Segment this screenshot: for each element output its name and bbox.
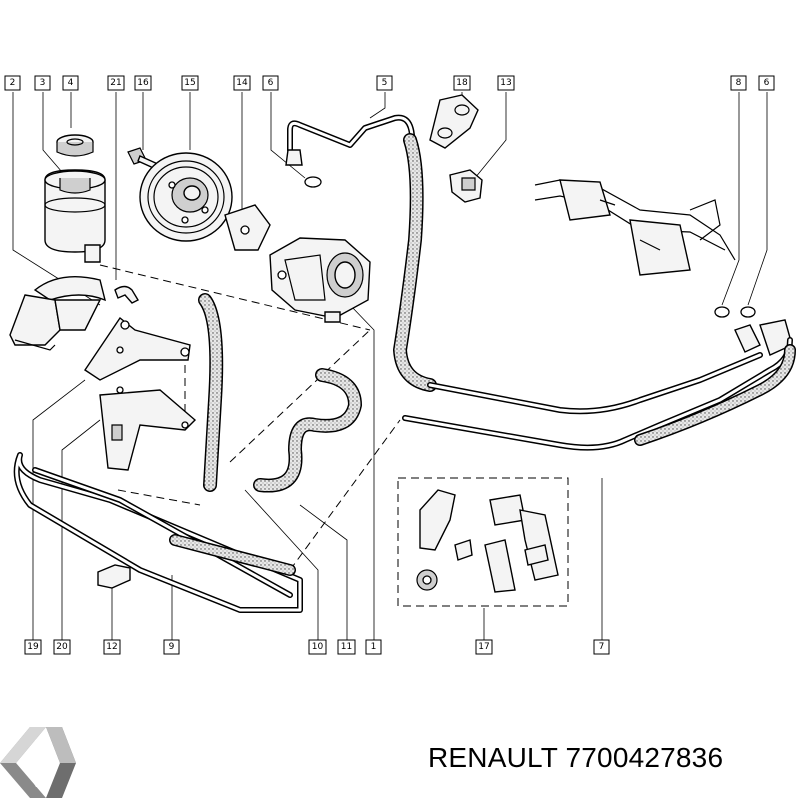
callout-9: 9 bbox=[163, 639, 180, 655]
svg-text:13: 13 bbox=[500, 78, 511, 88]
return-hose bbox=[253, 368, 362, 493]
callout-13: 13 bbox=[497, 75, 515, 91]
callout-10: 10 bbox=[308, 639, 327, 655]
o-rings-rack bbox=[714, 306, 756, 318]
svg-text:15: 15 bbox=[184, 78, 195, 88]
svg-text:6: 6 bbox=[764, 78, 770, 88]
steering-pump bbox=[269, 237, 371, 323]
mounting-bracket-lower bbox=[99, 386, 197, 471]
svg-text:12: 12 bbox=[106, 642, 117, 652]
callout-5: 5 bbox=[376, 75, 393, 91]
svg-text:21: 21 bbox=[110, 78, 121, 88]
callout-11: 11 bbox=[337, 639, 356, 655]
callout-3: 3 bbox=[34, 75, 51, 91]
svg-text:8: 8 bbox=[736, 78, 742, 88]
svg-text:19: 19 bbox=[27, 642, 39, 652]
callout-2: 2 bbox=[4, 75, 21, 91]
svg-text:4: 4 bbox=[68, 78, 74, 88]
callout-19: 19 bbox=[24, 639, 42, 655]
fluid-reservoir bbox=[44, 169, 106, 263]
clip bbox=[114, 285, 139, 304]
pump-bracket bbox=[224, 204, 271, 251]
svg-text:1: 1 bbox=[371, 642, 377, 652]
callouts: 2 3 4 21 16 15 14 6 5 18 13 8 6 19 20 12… bbox=[4, 75, 775, 655]
svg-text:7: 7 bbox=[599, 642, 605, 652]
dashed-assembly-lines bbox=[99, 264, 401, 571]
callout-1: 1 bbox=[365, 639, 382, 655]
svg-text:14: 14 bbox=[236, 78, 248, 88]
pipe-clip bbox=[97, 564, 131, 589]
rack-fittings bbox=[734, 319, 793, 356]
pulley bbox=[139, 152, 233, 242]
callout-21: 21 bbox=[107, 75, 125, 91]
svg-text:5: 5 bbox=[382, 78, 388, 88]
svg-text:20: 20 bbox=[56, 642, 68, 652]
callout-15: 15 bbox=[181, 75, 199, 91]
callout-8: 8 bbox=[730, 75, 747, 91]
callout-14: 14 bbox=[233, 75, 251, 91]
svg-text:6: 6 bbox=[268, 78, 274, 88]
brand-name: RENAULT bbox=[428, 742, 558, 773]
callout-18: 18 bbox=[453, 75, 471, 91]
mounting-bracket-upper bbox=[84, 316, 191, 381]
svg-text:3: 3 bbox=[40, 78, 46, 88]
renault-diamond-logo-icon bbox=[0, 727, 76, 798]
callout-20: 20 bbox=[53, 639, 71, 655]
callout-6-upper: 6 bbox=[262, 75, 279, 91]
reservoir-bracket bbox=[9, 275, 107, 351]
svg-text:10: 10 bbox=[312, 642, 324, 652]
pressure-pipe bbox=[285, 114, 763, 415]
callout-16: 16 bbox=[134, 75, 152, 91]
cooling-pipe bbox=[13, 452, 303, 613]
pressure-switch bbox=[449, 169, 483, 203]
callout-17: 17 bbox=[475, 639, 493, 655]
return-pipe bbox=[402, 337, 796, 451]
svg-text:17: 17 bbox=[478, 642, 489, 652]
svg-text:9: 9 bbox=[169, 642, 175, 652]
svg-text:16: 16 bbox=[137, 78, 149, 88]
o-ring-upper bbox=[304, 176, 322, 188]
footer-part-label: RENAULT 7700427836 bbox=[428, 742, 723, 774]
callout-4: 4 bbox=[62, 75, 79, 91]
supply-hose bbox=[198, 293, 224, 492]
svg-text:18: 18 bbox=[456, 78, 468, 88]
steering-rack bbox=[534, 179, 736, 276]
callout-12: 12 bbox=[103, 639, 121, 655]
callout-7: 7 bbox=[593, 639, 610, 655]
svg-text:11: 11 bbox=[341, 642, 352, 652]
pipe-clamp bbox=[429, 94, 479, 149]
leader-lines bbox=[12, 92, 768, 640]
callout-6-right: 6 bbox=[758, 75, 775, 91]
reservoir-cap bbox=[56, 134, 94, 157]
fitting-kit bbox=[397, 477, 569, 607]
part-number: 7700427836 bbox=[565, 742, 724, 773]
svg-text:2: 2 bbox=[10, 78, 16, 88]
